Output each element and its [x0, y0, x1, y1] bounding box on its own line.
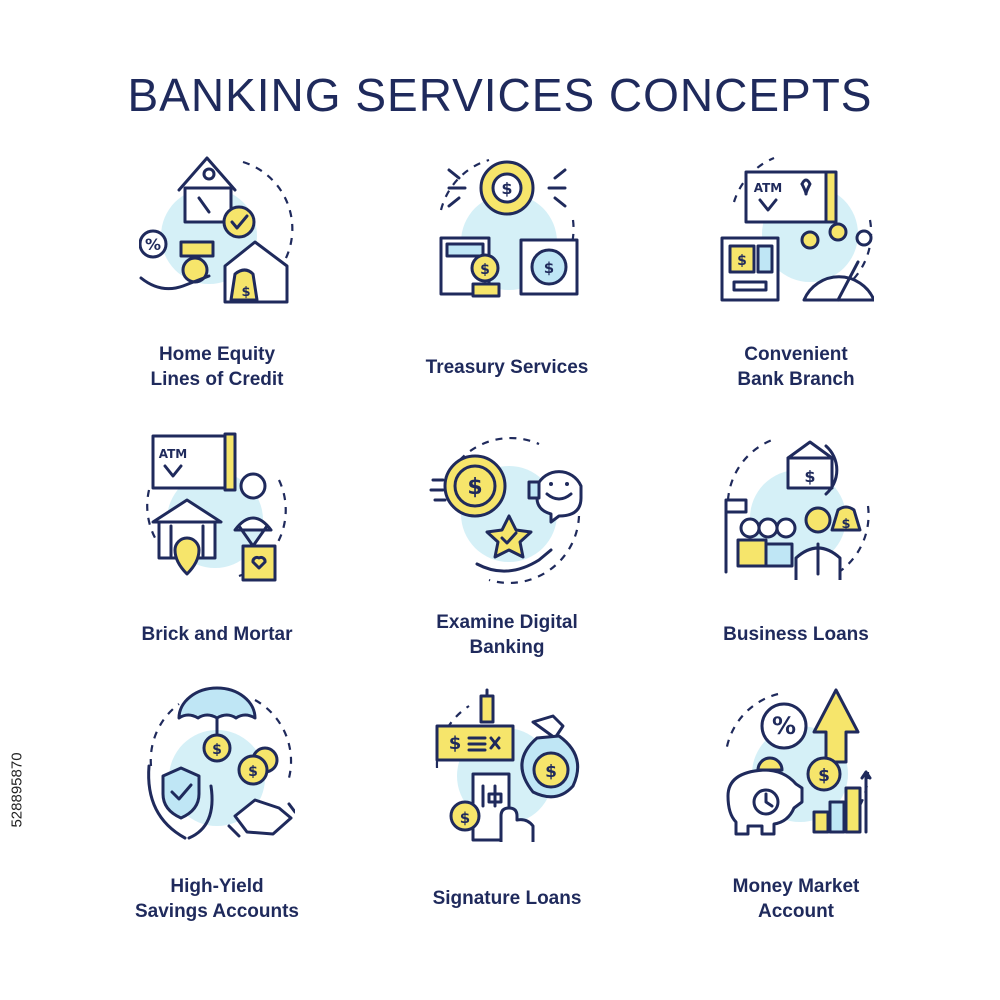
svg-text:$: $ — [248, 764, 258, 780]
svg-text:$: $ — [545, 762, 557, 782]
bank-branch-icon: ATM $ — [720, 156, 874, 302]
concept-signature-loans: $ $ $ Signature Loans — [367, 686, 647, 946]
money-market-icon: % $ — [724, 688, 872, 836]
svg-text:$: $ — [818, 766, 830, 786]
svg-text:$: $ — [737, 253, 747, 269]
svg-text:%: % — [772, 712, 796, 740]
page-title: BANKING SERVICES CONCEPTS — [127, 69, 873, 121]
brick-mortar-icon: ATM — [146, 432, 287, 582]
treasury-icon: $ $ $ — [439, 158, 579, 298]
svg-text:$: $ — [480, 262, 490, 278]
svg-text:$: $ — [449, 733, 462, 754]
digital-banking-icon: $ — [429, 436, 583, 585]
svg-text:ATM: ATM — [754, 181, 782, 195]
business-loans-icon: $ $ — [724, 438, 870, 580]
concept-label: Brick and Mortar — [141, 624, 293, 645]
concept-label: Business Loans — [723, 624, 869, 645]
stock-id: 528895870 — [8, 752, 26, 828]
signature-loans-icon: $ $ $ — [435, 688, 580, 842]
concept-treasury: $ $ $ Treasury Services — [367, 150, 647, 410]
percent-glyph: % — [145, 235, 161, 254]
svg-text:ATM: ATM — [159, 447, 187, 461]
svg-text:$: $ — [467, 475, 482, 500]
concept-business-loans: $ $ Business Loans — [656, 430, 936, 690]
concept-label: Treasury Services — [425, 357, 589, 378]
concept-label: Signature Loans — [432, 888, 582, 909]
savings-icon: $ $ — [147, 686, 295, 840]
svg-text:$: $ — [212, 742, 222, 758]
svg-text:$: $ — [544, 259, 554, 277]
svg-text:$: $ — [241, 285, 250, 300]
concept-brick-mortar: ATM Brick and Mortar — [77, 430, 357, 690]
svg-text:$: $ — [841, 517, 850, 532]
svg-text:$: $ — [804, 467, 815, 486]
svg-text:$: $ — [460, 809, 470, 827]
home-equity-icon: % $ — [139, 156, 294, 304]
svg-text:$: $ — [501, 179, 512, 198]
